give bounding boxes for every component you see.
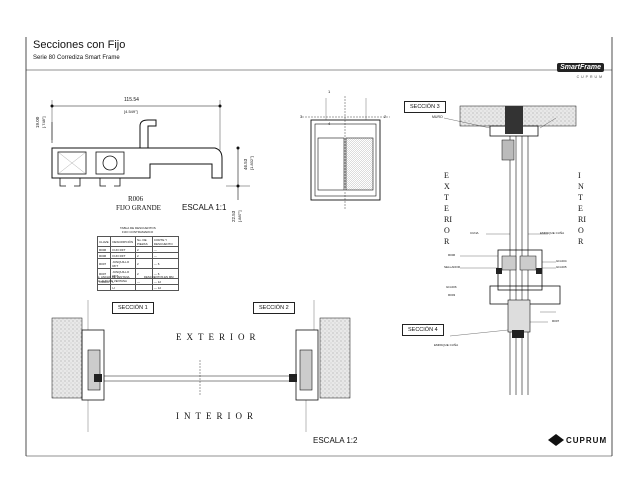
callout: R006 xyxy=(448,253,456,257)
callout: EMPAQUE CUÑA xyxy=(540,231,565,235)
page-subtitle: Serie 80 Corrediza Smart Frame xyxy=(33,55,120,61)
table-cell xyxy=(96,284,112,291)
footer-logo: CUPRUM xyxy=(566,436,608,445)
callout: R003 xyxy=(448,293,456,297)
section-1-label: SECCIÓN 1 xyxy=(112,302,154,314)
section-2-label: SECCIÓN 2 xyxy=(253,302,295,314)
interior-label-bottom: INTERIOR xyxy=(176,411,258,421)
profile-scale: ESCALA 1:1 xyxy=(182,203,227,212)
table-header-row: CLAVE DESCRIPCIÓN No. DE PIEZAS CORTE Y … xyxy=(96,236,180,247)
section-3-label: SECCIÓN 3 xyxy=(404,101,446,113)
exterior-label-side: EXTERIOR xyxy=(444,171,452,246)
elev-mark-2: 2 xyxy=(384,114,387,119)
dim-width-inches: [4.549"] xyxy=(124,109,138,114)
callout: GN-005 xyxy=(556,265,567,269)
table-note: L: ANCHO DE VENTANA xyxy=(98,275,130,279)
table-cell: — 12 xyxy=(151,284,180,291)
exterior-label-bottom: EXTERIOR xyxy=(176,332,261,342)
section-4-label: SECCIÓN 4 xyxy=(402,324,444,336)
callout: SELLADOR xyxy=(444,265,461,269)
table-row: H — 12 xyxy=(96,284,180,291)
profile-name: R006 xyxy=(128,195,144,203)
elev-mark-4: 4 xyxy=(328,121,331,126)
dim-width: 115.54 xyxy=(124,97,139,103)
callout: GN-004 xyxy=(556,259,567,263)
discount-table: CLAVE DESCRIPCIÓN No. DE PIEZAS CORTE Y … xyxy=(96,236,180,291)
callout: CUNA xyxy=(470,231,479,235)
table-note: DESCUENTOS EN MM xyxy=(144,275,174,279)
brand-logo: SmartFrame xyxy=(557,63,604,72)
elev-mark-1: 1 xyxy=(328,89,331,94)
page-title: Secciones con Fijo xyxy=(33,39,126,51)
table-row: R007 JUNQUILLO RFT 2 — 6 xyxy=(96,258,180,269)
profile-desc: FIJO GRANDE xyxy=(116,204,161,212)
callout: EMPAQUE CUÑA xyxy=(434,343,459,347)
callout: GN-006 xyxy=(446,285,457,289)
muro-label-left: MURO xyxy=(432,115,443,119)
table-row: R007 JUNQUILLO RFT 2 — 6 xyxy=(96,268,180,279)
elev-mark-3: 3 xyxy=(300,114,303,119)
interior-label-side: INTERIOR xyxy=(578,171,586,246)
table-title: TABLA DE DESCUENTOS xyxy=(120,226,156,230)
table-note: H: ALTO DE VENTANA xyxy=(98,279,127,283)
brand-sub: CUPRUM xyxy=(576,75,604,79)
table-subtitle: FIJO CONTRAMARCO xyxy=(122,230,154,234)
footer-scale: ESCALA 1:2 xyxy=(313,436,358,445)
callout: R007 xyxy=(552,319,560,323)
